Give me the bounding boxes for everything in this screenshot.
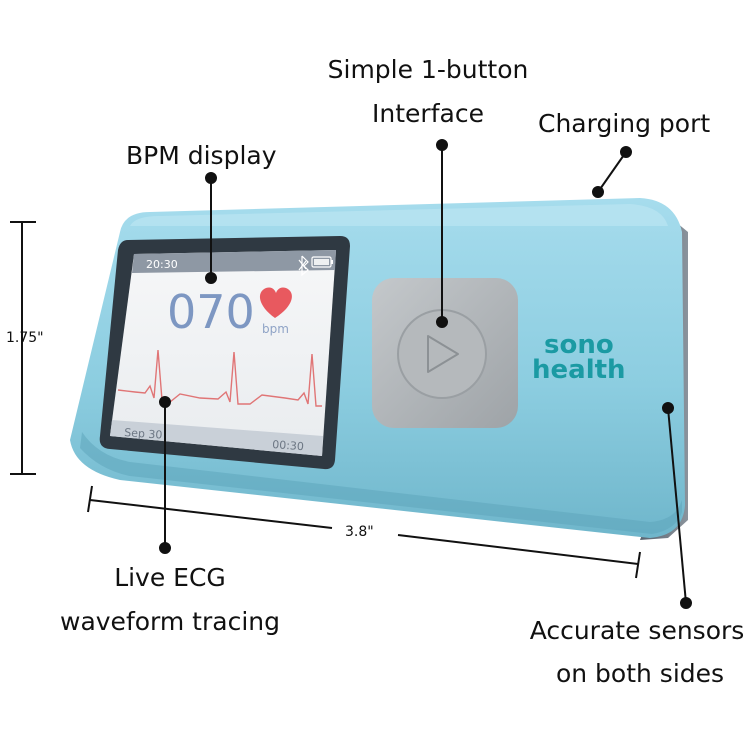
width-dimension-line-left xyxy=(89,499,333,529)
charging-leader-end xyxy=(592,186,604,198)
width-dimension-label: 3.8" xyxy=(345,524,374,540)
screen-date: Sep 30 xyxy=(124,426,163,442)
bpm-unit: bpm xyxy=(262,322,289,336)
ecg-waveform xyxy=(117,349,322,407)
charging-leader-dot xyxy=(620,146,632,158)
callout-sensors-line2: on both sides xyxy=(555,659,725,688)
height-dimension-label: 1.75" xyxy=(6,330,44,346)
bpm-leader-dot xyxy=(205,172,217,184)
play-icon xyxy=(427,335,459,373)
bpm-leader-end xyxy=(205,272,217,284)
button-leader-end xyxy=(436,316,448,328)
screen-timer: 00:30 xyxy=(272,438,305,453)
width-dimension-left-tick xyxy=(87,485,93,513)
ecg-leader-dot xyxy=(159,396,171,408)
width-dimension-line-right xyxy=(397,534,639,565)
callout-button-line1: Simple 1-button xyxy=(327,55,529,84)
ecg-leader-end xyxy=(159,542,171,554)
screen-footer xyxy=(110,420,323,456)
callout-bpm-display: BPM display xyxy=(126,141,277,170)
bpm-value: 070 xyxy=(167,285,255,339)
button-leader-dot xyxy=(436,139,448,151)
screen-status-bar xyxy=(132,250,336,273)
sensors-leader-dot xyxy=(662,402,674,414)
brand-sono: sono xyxy=(544,330,614,360)
battery-icon xyxy=(311,256,333,268)
callout-sensors-line1: Accurate sensors xyxy=(529,616,745,645)
callout-charging-port: Charging port xyxy=(538,109,711,138)
callout-ecg-line1: Live ECG xyxy=(114,563,226,592)
sensors-leader-line xyxy=(667,407,687,604)
device-top-edge xyxy=(130,204,668,226)
device-bottom-edge xyxy=(80,432,682,534)
sensors-leader-end xyxy=(680,597,692,609)
callout-button-line2: Interface xyxy=(372,99,484,128)
heart-icon xyxy=(259,287,292,318)
bluetooth-icon xyxy=(298,255,309,277)
charging-leader-line xyxy=(597,151,627,193)
brand-health: health xyxy=(532,355,626,385)
callout-ecg-line2: waveform tracing xyxy=(60,607,280,636)
screen-time: 20:30 xyxy=(146,258,178,271)
width-dimension-right-tick xyxy=(635,551,641,579)
